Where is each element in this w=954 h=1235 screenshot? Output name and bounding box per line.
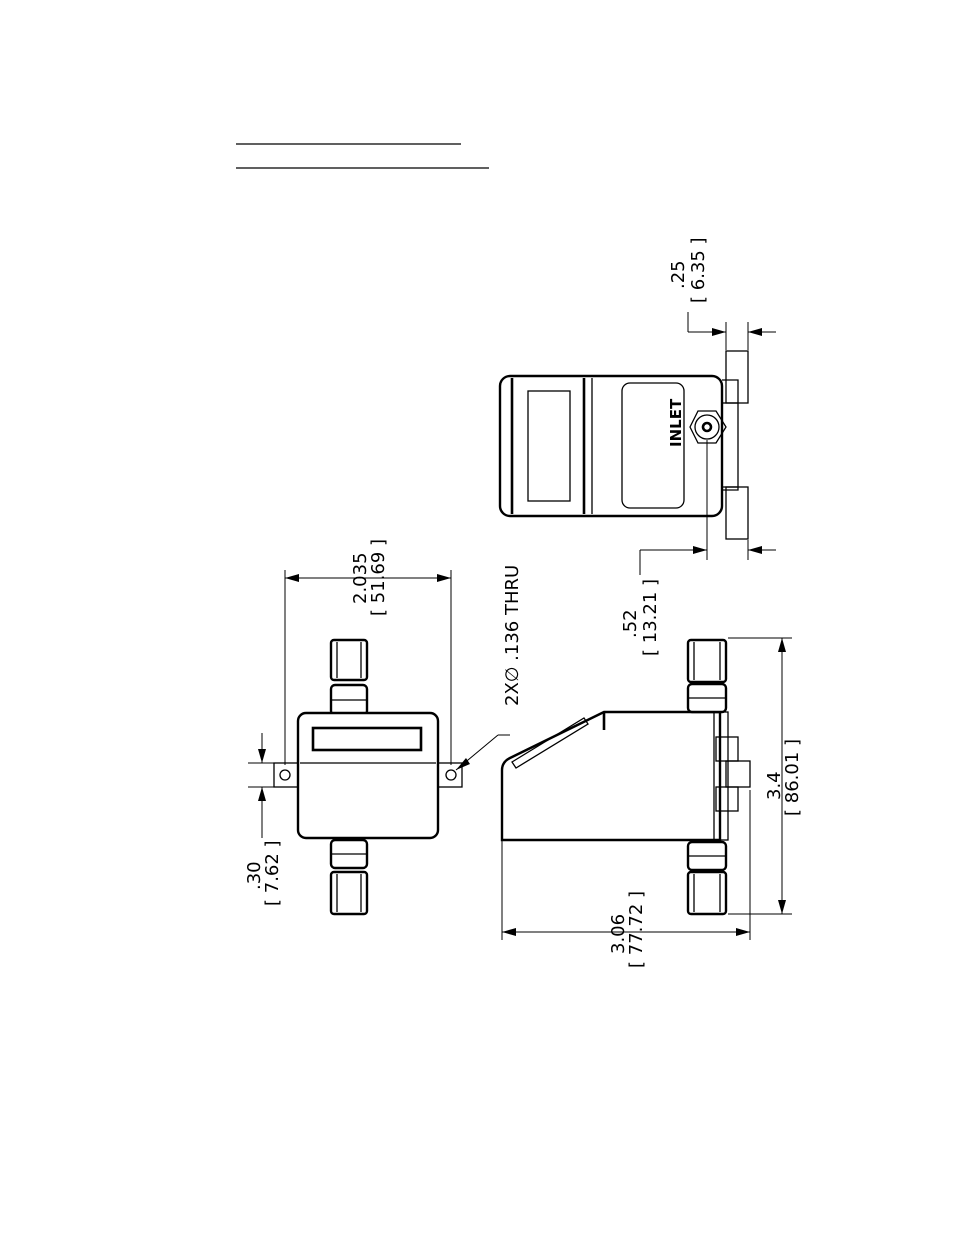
- end-view-tab-top: [726, 351, 748, 403]
- side-view-body: [502, 712, 720, 840]
- end-view-body: [500, 376, 722, 516]
- top-view: 2.035 [ 51.69 ] .30 [ 7.62 ] 2X∅ .136 TH…: [244, 539, 523, 914]
- mount-tab-left: [274, 763, 298, 787]
- end-view: INLET .25 [ 6.35 ] .52 [ 13.21 ]: [500, 237, 776, 656]
- header-lines: [236, 144, 489, 168]
- dim-bottom-metric: [ 13.21 ]: [640, 579, 661, 656]
- dim-height-metric: [ 77.72 ]: [626, 891, 647, 968]
- dim-length-metric: [ 86.01 ]: [782, 739, 803, 816]
- side-view: 3.4 [ 86.01 ] 3.06 [ 77.72 ]: [502, 638, 803, 968]
- inlet-label: INLET: [667, 398, 685, 447]
- mount-tab-right: [438, 763, 462, 787]
- end-view-tab-bottom: [726, 487, 748, 539]
- mount-hole-right: [446, 770, 456, 780]
- dim-top-value: .25: [668, 260, 689, 289]
- dim-top-metric: [ 6.35 ]: [688, 237, 709, 303]
- dim-width-metric: [ 51.69 ]: [368, 539, 389, 616]
- top-view-body: [298, 713, 438, 838]
- hole-callout: 2X∅ .136 THRU: [502, 565, 523, 706]
- dim-bottom-value: .52: [620, 609, 641, 638]
- mount-hole-left: [280, 770, 290, 780]
- dim-tab-metric: [ 7.62 ]: [262, 840, 283, 906]
